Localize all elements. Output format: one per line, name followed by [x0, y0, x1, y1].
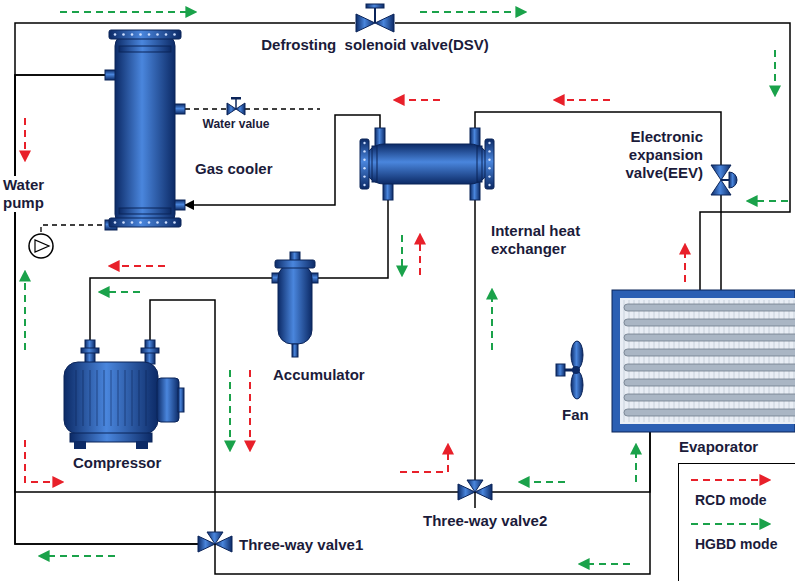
accumulator-symbol [272, 252, 318, 357]
hgbd-flow-arrow [635, 445, 637, 482]
legend-entry: HGBD mode [689, 516, 795, 552]
rcd-flow-arrow [395, 99, 440, 101]
refrigerant-pipe [492, 432, 650, 492]
rcd-flow-arrow [249, 370, 251, 450]
hgbd-flow-arrow [774, 50, 776, 95]
refrigerant-pipe [90, 278, 272, 340]
refrigerant-pipe [215, 432, 650, 574]
water-valve-symbol [227, 97, 245, 115]
three-way-valve-symbol [458, 480, 492, 508]
water-line [245, 108, 320, 109]
refrigerant-pipe [185, 115, 380, 205]
rcd-flow-arrow [419, 235, 421, 275]
legend-line [691, 479, 769, 481]
water-pump-symbol [27, 232, 55, 260]
gas-cooler: Gas cooler [105, 22, 185, 237]
hgbd-flow-arrow [580, 563, 630, 565]
rcd-flow-arrow [684, 245, 686, 282]
evaporator-symbol [612, 290, 795, 432]
hgbd-flow-arrow [420, 11, 525, 13]
component-label: Three-way valve1 [238, 536, 364, 554]
component-label: Electronic expansion valve(EEV) [598, 128, 704, 182]
hgbd-flow-arrow [229, 370, 231, 450]
rcd-flow-arrow [24, 118, 26, 160]
three-way-valve: Three-way valve1 [198, 532, 232, 560]
water-pump: Water pump [27, 232, 55, 260]
component-label: Gas cooler [194, 160, 274, 178]
legend-entry: RCD mode [689, 472, 795, 508]
legend-sample [689, 474, 779, 486]
heat-exchanger-symbol [352, 128, 502, 200]
component-label: Internal heat exchanger [490, 222, 610, 258]
component-label: Evaporator [678, 438, 759, 456]
legend-box: RCD modeHGBD mode [678, 463, 795, 581]
water-valve: Water value [227, 97, 245, 115]
compressor-symbol [60, 340, 185, 450]
hgbd-flow-arrow [100, 291, 140, 293]
refrigerant-pipe [15, 75, 458, 492]
accumulator: Accumulator [272, 252, 318, 357]
rcd-flow-arrow [555, 99, 610, 101]
evaporator: Evaporator [612, 290, 795, 432]
component-label: Accumulator [272, 366, 366, 384]
compressor: Compressor [60, 340, 185, 450]
legend-sample [689, 518, 779, 530]
fan-symbol [556, 340, 588, 400]
legend-line [691, 523, 769, 525]
solenoid-valve-symbol [355, 4, 395, 32]
rcd-flow-arrow [25, 440, 62, 482]
hgbd-flow-arrow [60, 11, 195, 13]
rcd-flow-arrow [400, 445, 448, 472]
hgbd-flow-arrow [491, 290, 493, 350]
legend-text: RCD mode [695, 492, 795, 508]
component-label: Three-way valve2 [422, 512, 548, 530]
rcd-flow-arrow [110, 265, 165, 267]
hgbd-flow-arrow [401, 235, 403, 275]
refrigerant-pipe [318, 200, 388, 278]
component-label: Defrosting solenoid valve(DSV) [260, 36, 490, 54]
component-label: Fan [561, 406, 590, 424]
component-label: Water pump [2, 176, 60, 212]
refrigerant-pipe [720, 195, 722, 290]
three-way-valve: Three-way valve2 [458, 480, 492, 508]
heat-exchanger: Internal heat exchanger [352, 128, 502, 200]
fan: Fan [556, 340, 588, 400]
expansion-valve-symbol [705, 165, 737, 195]
water-line [41, 225, 105, 232]
three-way-valve-symbol [198, 532, 232, 560]
gas-cooler-symbol [105, 22, 185, 237]
component-label: Compressor [72, 454, 162, 472]
refrigerant-pipe [15, 23, 355, 544]
legend-text: HGBD mode [695, 536, 795, 552]
hgbd-flow-arrow [748, 200, 788, 202]
hgbd-flow-arrow [40, 555, 115, 557]
component-label: Water value [202, 117, 271, 132]
refrigerant-pipe [150, 300, 215, 532]
refrigerant-pipe [474, 200, 476, 480]
expansion-valve: Electronic expansion valve(EEV) [705, 165, 737, 195]
hgbd-flow-arrow [24, 272, 26, 350]
solenoid-valve: Defrosting solenoid valve(DSV) [355, 4, 395, 32]
water-line [185, 108, 227, 109]
hgbd-flow-arrow [520, 481, 565, 483]
